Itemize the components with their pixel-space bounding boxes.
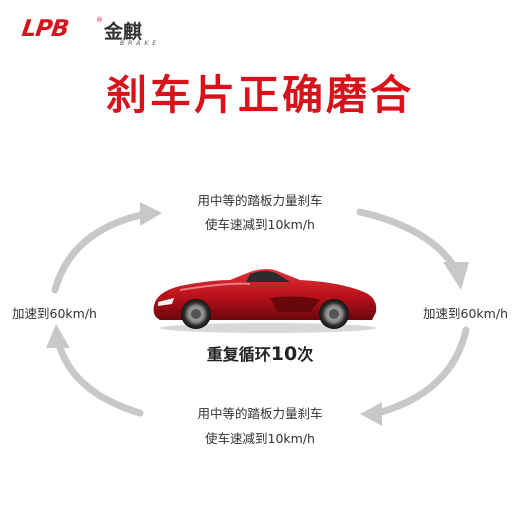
step-top-line1: 用中等的踏板力量刹车 [197,193,323,208]
page-title: 刹车片正确磨合 [106,71,414,119]
step-bottom-line1: 用中等的踏板力量刹车 [197,406,323,421]
brand-logo: LPB ® 金麒 BRAKE [20,16,162,52]
sports-car-illustration [153,269,377,333]
logo-registered-mark: ® [96,16,103,24]
arrowhead-top [140,202,162,226]
logo-subtitle: BRAKE [120,40,161,47]
repeat-prefix: 重复循环 [206,345,271,364]
step-top-line2: 使车速减到10km/h [205,217,315,232]
arrowhead-bottom [360,402,382,426]
repeat-suffix: 次 [297,345,314,364]
arrowhead-left [46,324,70,348]
arrowhead-right [443,262,469,290]
arrow-bottom-left [54,336,144,417]
step-bottom-line2: 使车速减到10km/h [205,431,315,446]
logo-chinese-name: 金麒 [104,21,143,43]
repeat-cycle-label: 重复循环10次 [0,341,520,365]
step-right: 加速到60km/h [423,306,508,321]
arrow-top-right [356,208,459,272]
arrow-top-left [51,209,154,294]
step-left: 加速到60km/h [12,306,97,321]
arrow-bottom-right [374,326,470,417]
repeat-count: 10 [270,343,298,365]
